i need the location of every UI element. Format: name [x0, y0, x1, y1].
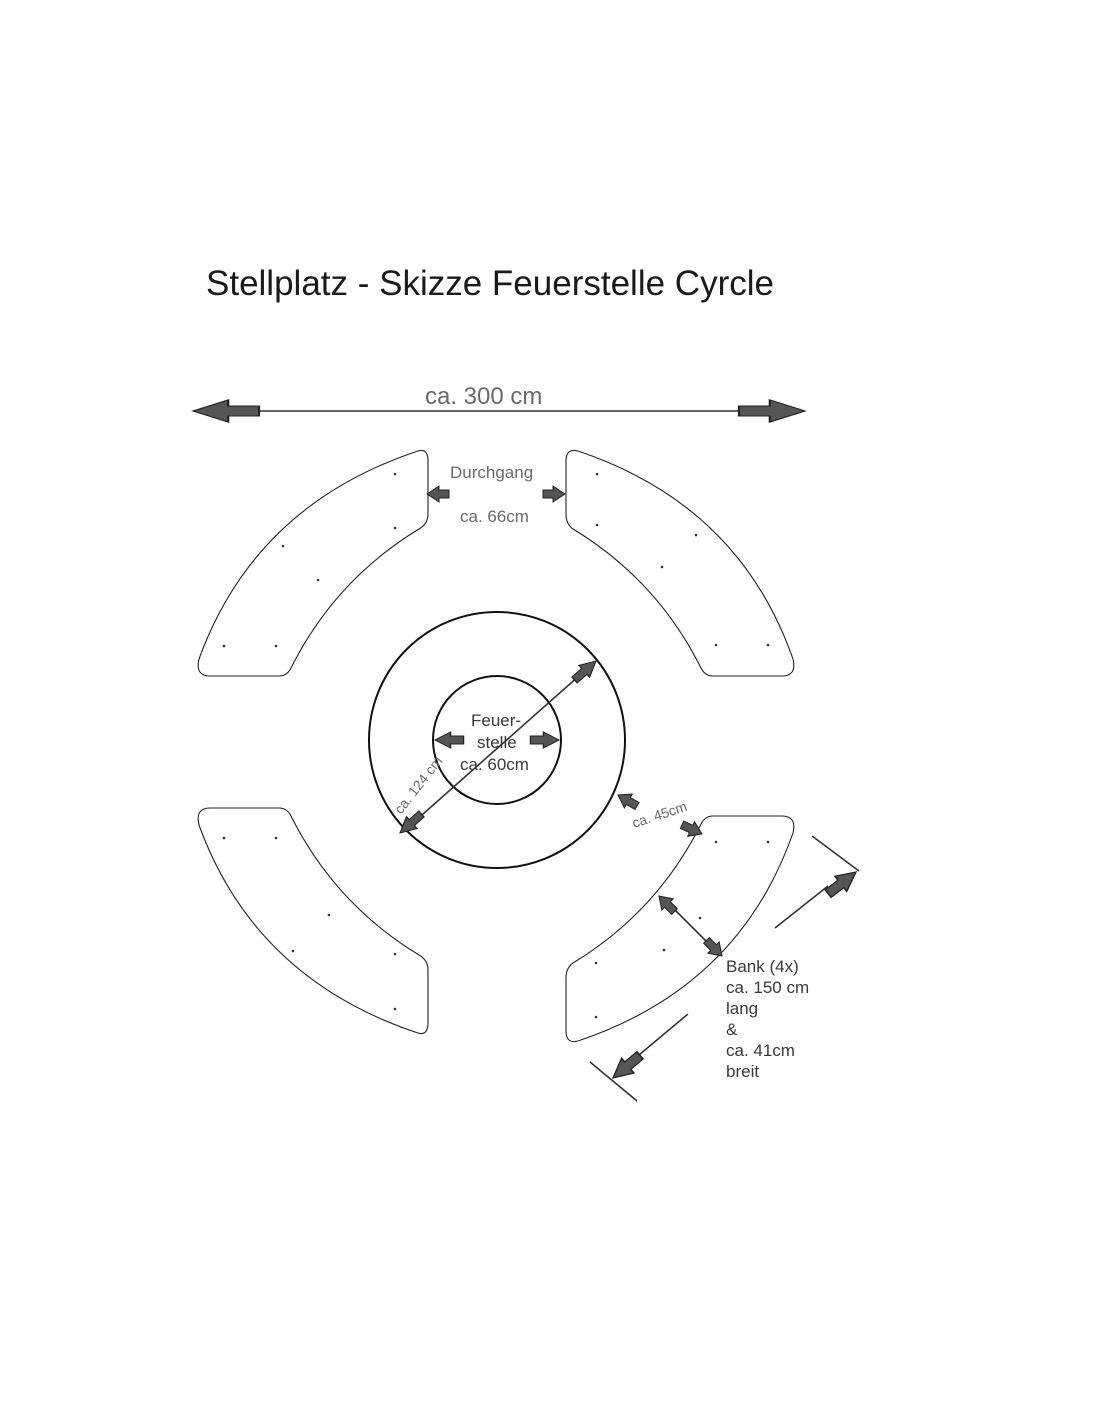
bench-length-dimension [589, 835, 863, 1102]
bench-description: Bank (4x) ca. 150 cm lang & ca. 41cm bre… [726, 957, 809, 1081]
fire-label-line2: stelle [477, 733, 517, 752]
bench-top-right [565, 449, 795, 677]
bench-line-6: breit [726, 1062, 759, 1081]
outer-ring [368, 611, 626, 869]
bench-line-5: ca. 41cm [726, 1041, 795, 1060]
passage-dimension: Durchgang ca. 66cm [426, 463, 566, 526]
width-dimension: ca. 300 cm [191, 383, 807, 424]
bench-top-left [197, 449, 429, 677]
fire-label-line3: ca. 60cm [460, 755, 529, 774]
bench-line-4: & [726, 1020, 738, 1039]
fire-label-line1: Feuer- [471, 711, 521, 730]
bench-line-3: lang [726, 999, 758, 1018]
bench-bottom-right [565, 815, 795, 1043]
bench-width-dimension [652, 889, 729, 963]
gap-dimension: ca. 45cm [613, 787, 706, 842]
passage-size: ca. 66cm [460, 507, 529, 526]
fire-pit-circle [432, 675, 562, 805]
diagram-title: Stellplatz - Skizze Feuerstelle Cyrcle [206, 264, 774, 303]
width-label: ca. 300 cm [425, 383, 542, 410]
bench-bottom-left [197, 807, 429, 1035]
bench-line-1: Bank (4x) [726, 957, 799, 976]
bench-dots [222, 472, 770, 1019]
bench-line-2: ca. 150 cm [726, 978, 809, 997]
outer-ring-label: ca. 124 cm [391, 753, 446, 817]
passage-title: Durchgang [450, 463, 533, 482]
fire-pit-dimension: Feuer- stelle ca. 60cm [434, 711, 560, 774]
